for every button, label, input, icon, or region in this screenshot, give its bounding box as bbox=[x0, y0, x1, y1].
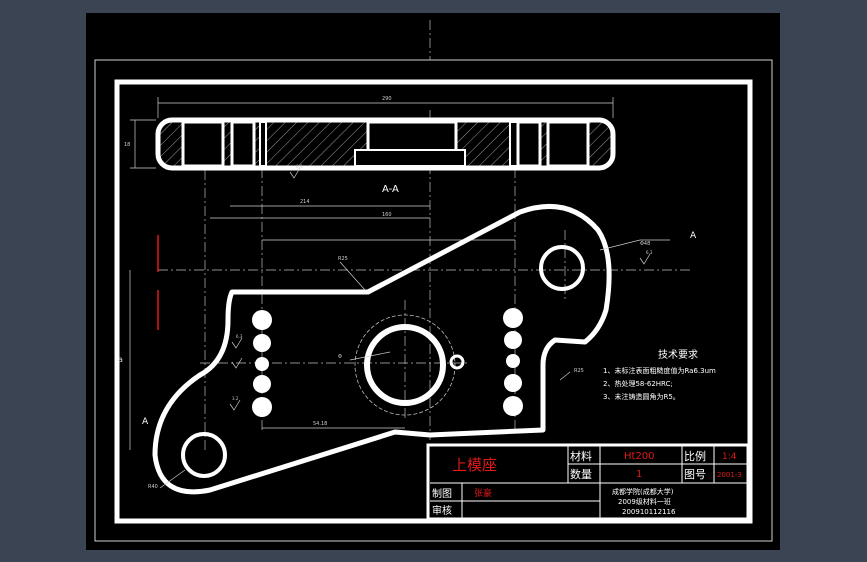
section-marker-top: A bbox=[690, 231, 697, 241]
part-name: 上模座 bbox=[452, 456, 497, 474]
pin-hole-center bbox=[449, 354, 465, 370]
dim-hole-mid: 160 bbox=[382, 212, 392, 218]
bolt-holes-right bbox=[503, 308, 523, 416]
guide-hole-left bbox=[181, 432, 227, 478]
dim-radius-right: R25 bbox=[574, 368, 584, 374]
guide-hole-right bbox=[539, 245, 585, 291]
scale-value: 1:4 bbox=[722, 452, 737, 462]
drawing-no-value: 2001-3 bbox=[717, 471, 742, 479]
tech-req-item-2: 2、热处理58-62HRC; bbox=[603, 379, 673, 388]
dim-hole-lower: 54.18 bbox=[313, 421, 327, 427]
drawn-label: 制图 bbox=[432, 487, 452, 500]
org-line-1: 成都学院(成都大学) bbox=[612, 487, 674, 496]
dim-radius-upper: R25 bbox=[338, 256, 348, 262]
drawing-paper bbox=[86, 13, 780, 550]
org-line-3: 200910112116 bbox=[622, 508, 676, 516]
tech-req-item-1: 1、未标注表面粗糙度值为Ra6.3um bbox=[603, 366, 716, 375]
roughness-symbols bbox=[229, 167, 651, 411]
dim-radius-left: R40 bbox=[148, 484, 158, 490]
dim-overall-width: 290 bbox=[382, 96, 392, 102]
tech-req-title: 技术要求 bbox=[658, 348, 698, 361]
review-label: 审核 bbox=[432, 504, 452, 517]
tech-req-item-3: 3、未注铸造圆角为R5。 bbox=[603, 392, 680, 401]
dim-diameter-right: Φ48 bbox=[640, 241, 650, 247]
roughness-2: 6.3 bbox=[646, 250, 653, 255]
material-label: 材料 bbox=[570, 449, 592, 463]
center-hole bbox=[364, 324, 446, 406]
roughness-1: 6.3 bbox=[296, 164, 303, 169]
dim-vertical-left: a bbox=[118, 355, 123, 364]
drawn-value: 张豪 bbox=[474, 487, 492, 499]
org-line-2: 2009级材料一班 bbox=[618, 497, 671, 506]
quantity-label: 数量 bbox=[570, 468, 592, 481]
outer-border bbox=[94, 59, 773, 542]
roughness-4: 3.2 bbox=[232, 396, 239, 401]
roughness-3: 6.3 bbox=[236, 334, 243, 339]
dim-top-height: 18 bbox=[124, 142, 130, 148]
section-label: A-A bbox=[382, 184, 399, 195]
title-block bbox=[426, 443, 750, 521]
bolt-holes-left bbox=[252, 310, 272, 417]
material-value: Ht200 bbox=[624, 451, 655, 462]
scale-label: 比例 bbox=[684, 449, 706, 463]
drawing-frame bbox=[114, 79, 753, 524]
drawing-no-label: 图号 bbox=[684, 468, 706, 481]
dim-diameter-center: Φ bbox=[338, 354, 342, 360]
center-hole-outer bbox=[354, 314, 456, 416]
leader-lines bbox=[159, 239, 670, 489]
top-dimensions bbox=[129, 97, 614, 450]
section-marker-left: A bbox=[142, 417, 149, 427]
dim-hole-upper: 214 bbox=[300, 199, 310, 205]
quantity-value: 1 bbox=[636, 469, 642, 480]
section-view bbox=[155, 117, 616, 171]
plate-outline bbox=[152, 203, 612, 495]
